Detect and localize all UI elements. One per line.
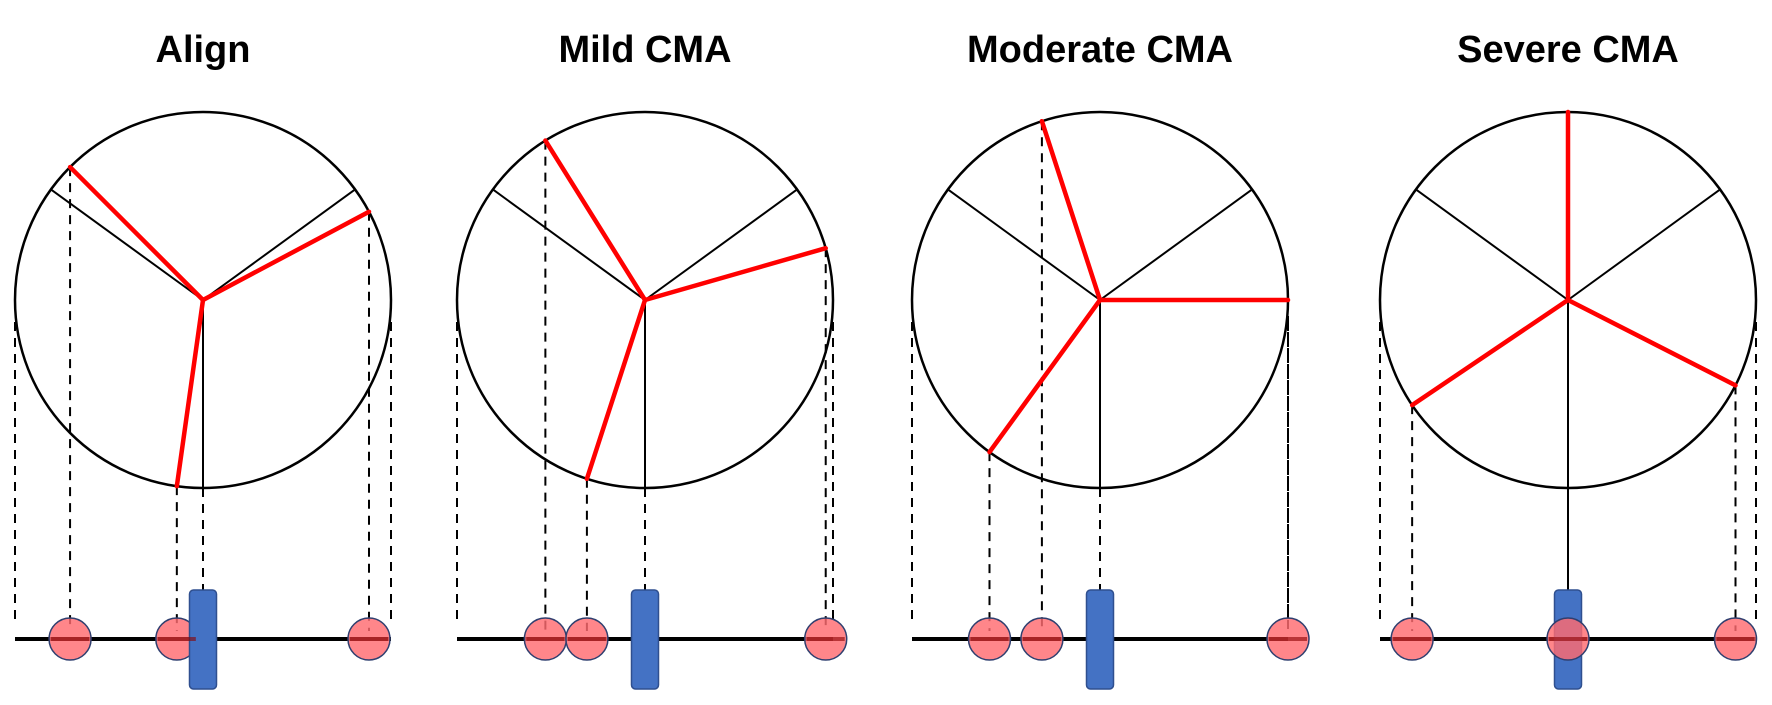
center-marker xyxy=(630,589,660,690)
panel-moderate-cma: Moderate CMA xyxy=(910,29,1310,690)
panel-title: Align xyxy=(156,29,251,71)
reference-spoke xyxy=(1099,188,1253,301)
reference-spoke xyxy=(50,188,204,301)
panel-title: Severe CMA xyxy=(1457,29,1679,71)
rotated-spoke xyxy=(200,209,372,303)
panel-title: Mild CMA xyxy=(558,29,731,71)
reference-spoke xyxy=(1567,188,1721,301)
reference-spoke xyxy=(1415,188,1569,301)
rotated-spoke xyxy=(543,138,648,303)
reference-spoke xyxy=(644,188,798,301)
rotated-spoke xyxy=(67,164,206,303)
reference-spoke xyxy=(492,188,646,301)
rotated-spoke xyxy=(1565,297,1738,388)
rotated-spoke xyxy=(642,245,828,303)
rotated-spoke xyxy=(987,297,1103,455)
panel-mild-cma: Mild CMA xyxy=(455,29,848,690)
panel-severe-cma: Severe CMA xyxy=(1378,29,1758,690)
rotated-spoke xyxy=(584,297,648,482)
reference-spoke xyxy=(947,188,1101,301)
panel-align: Align xyxy=(13,29,393,690)
panel-title: Moderate CMA xyxy=(967,29,1233,71)
reference-spoke xyxy=(202,188,356,301)
center-marker xyxy=(1085,589,1115,690)
rotated-spoke xyxy=(1039,118,1103,303)
rotated-spoke xyxy=(174,297,206,489)
rotated-spoke xyxy=(1409,297,1571,408)
